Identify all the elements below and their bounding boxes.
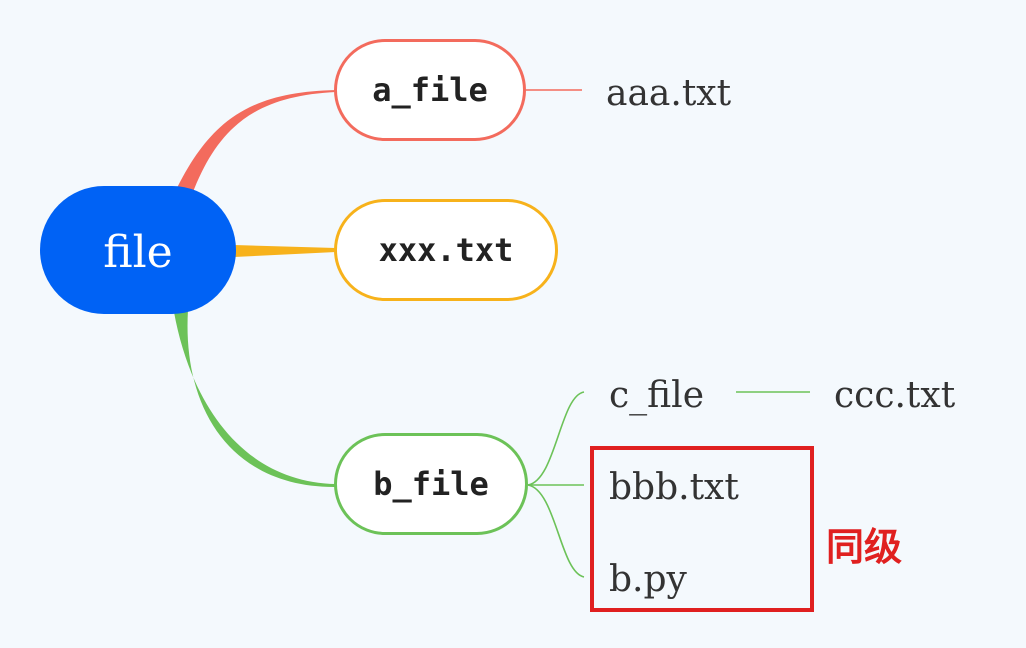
sibling-highlight-box (590, 446, 814, 612)
root-node-label: file (103, 226, 173, 278)
sibling-annotation-label: 同级 (826, 525, 903, 569)
leaf-node-b-py[interactable]: b.py (609, 559, 687, 600)
branch-node-a-file[interactable]: a_file (334, 39, 526, 141)
connector-root-xxx-txt (234, 245, 336, 257)
branch-node-xxx-txt[interactable]: xxx.txt (334, 199, 558, 301)
leaf-node-bbb-txt[interactable]: bbb.txt (609, 467, 739, 508)
branch-node-b-file[interactable]: b_file (334, 433, 528, 535)
root-node[interactable]: file (40, 186, 236, 314)
connector-root-b-file (174, 310, 336, 488)
branch-node-label: xxx.txt (378, 231, 514, 269)
connector-root-a-file (175, 90, 336, 200)
connector-b-file-b-py (527, 484, 585, 578)
leaf-node-ccc-txt[interactable]: ccc.txt (834, 375, 956, 416)
leaf-node-aaa-txt[interactable]: aaa.txt (606, 73, 732, 114)
branch-node-label: b_file (373, 465, 489, 503)
connector-b-file-c-file (527, 391, 585, 486)
leaf-node-c-file[interactable]: c_file (609, 375, 704, 416)
branch-node-label: a_file (372, 71, 488, 109)
